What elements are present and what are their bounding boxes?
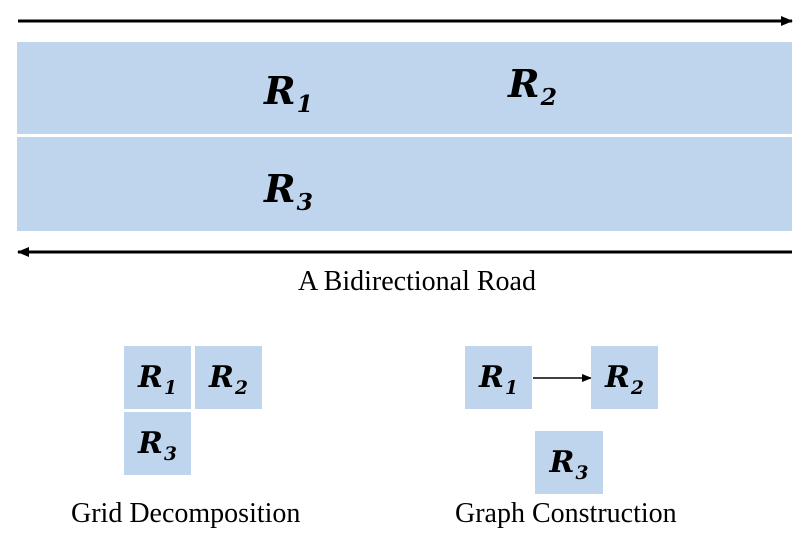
grid-cell-r3: R3 [124, 412, 191, 475]
road-caption: A Bidirectional Road [298, 266, 536, 297]
road-lane-top [17, 42, 792, 134]
road-region-r3: R3 [264, 166, 313, 217]
road-region-r1: R1 [264, 68, 313, 119]
graph-node-r3: R3 [535, 431, 603, 494]
grid-cell-r1: R1 [124, 346, 191, 409]
graph-node-r2: R2 [591, 346, 658, 409]
grid-cell-r2: R2 [195, 346, 262, 409]
road-lane-bottom [17, 137, 792, 231]
graph-node-r1: R1 [465, 346, 532, 409]
grid-caption: Grid Decomposition [71, 498, 301, 529]
graph-caption: Graph Construction [455, 498, 677, 529]
road-region-r2: R2 [508, 61, 557, 112]
